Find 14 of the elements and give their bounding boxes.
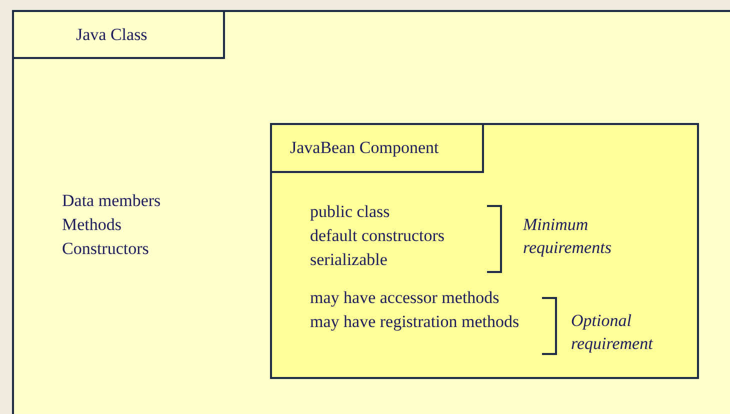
component-panel	[270, 123, 699, 379]
tab-heading: Java Class	[14, 12, 225, 59]
list-item: may have accessor methods	[310, 287, 500, 309]
bracket-note: Optional requirement	[571, 310, 654, 355]
list-item: may have registration methods	[310, 311, 520, 333]
list-item: public class	[310, 201, 390, 223]
list-item: Data members	[62, 190, 161, 212]
list-item: default constructors	[310, 225, 445, 247]
tab-heading: JavaBean Component	[272, 125, 484, 173]
list-item: Constructors	[62, 238, 149, 260]
list-item: serializable	[310, 249, 388, 271]
class-panel	[12, 10, 730, 414]
list-item: Methods	[62, 214, 122, 236]
bracket-note: Minimum requirements	[523, 214, 612, 259]
